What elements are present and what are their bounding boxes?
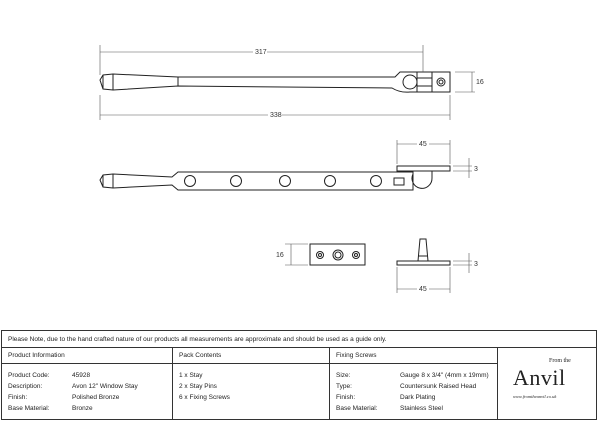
pin-plate-top bbox=[309, 243, 366, 266]
screw-label: Type: bbox=[336, 383, 352, 390]
fixing-screws: Fixing Screws Size: Gauge 8 x 3/4" (4mm x… bbox=[330, 348, 498, 419]
info-row: Product Code: 45928 bbox=[8, 370, 172, 381]
info-row: Description: Avon 12" Window Stay bbox=[8, 381, 172, 392]
pack-contents-heading: Pack Contents bbox=[173, 348, 329, 364]
dim-16-pin: 16 bbox=[276, 252, 284, 259]
dim-3-pin: 3 bbox=[474, 261, 478, 268]
screw-label: Finish: bbox=[336, 394, 356, 401]
side-view bbox=[99, 165, 451, 191]
pack-contents: Pack Contents 1 x Stay 2 x Stay Pins 6 x… bbox=[173, 348, 330, 419]
screw-row: Finish: Dark Plating bbox=[336, 392, 497, 403]
info-label: Description: bbox=[8, 383, 43, 390]
info-label: Product Code: bbox=[8, 372, 50, 379]
info-panel: Please Note, due to the hand crafted nat… bbox=[1, 330, 597, 420]
dim-45-pin: 45 bbox=[419, 286, 427, 293]
top-view bbox=[99, 71, 451, 93]
logo-big-text: Anvil bbox=[513, 365, 566, 390]
dim-338: 338 bbox=[270, 112, 282, 119]
product-information-heading: Product Information bbox=[2, 348, 172, 364]
screw-value: Dark Plating bbox=[400, 394, 436, 401]
info-label: Base Material: bbox=[8, 405, 50, 412]
dim-3-side: 3 bbox=[474, 166, 478, 173]
info-row: Base Material: Bronze bbox=[8, 403, 172, 414]
pack-item: 1 x Stay bbox=[179, 372, 203, 379]
info-value: Bronze bbox=[72, 405, 93, 412]
info-row: Finish: Polished Bronze bbox=[8, 392, 172, 403]
anvil-logo: From the Anvil www.fromtheanvil.co.uk bbox=[499, 348, 596, 419]
screw-value: Countersunk Raised Head bbox=[400, 383, 477, 390]
screw-row: Type: Countersunk Raised Head bbox=[336, 381, 497, 392]
info-value: Avon 12" Window Stay bbox=[72, 383, 138, 390]
screw-value: Stainless Steel bbox=[400, 405, 443, 412]
screw-row: Size: Gauge 8 x 3/4" (4mm x 19mm) bbox=[336, 370, 497, 381]
screw-value: Gauge 8 x 3/4" (4mm x 19mm) bbox=[400, 372, 489, 379]
screw-row: Base Material: Stainless Steel bbox=[336, 403, 497, 414]
fixing-screws-heading: Fixing Screws bbox=[330, 348, 497, 364]
product-information: Product Information Product Code: 45928 D… bbox=[2, 348, 173, 419]
info-value: 45928 bbox=[72, 372, 91, 379]
technical-drawing: 317 338 16 45 3 16 45 3 bbox=[99, 45, 484, 293]
info-label: Finish: bbox=[8, 394, 28, 401]
screw-label: Size: bbox=[336, 372, 351, 379]
dim-317: 317 bbox=[255, 49, 267, 56]
dim-45-side: 45 bbox=[419, 141, 427, 148]
logo-small-text: From the bbox=[549, 358, 571, 364]
info-value: Polished Bronze bbox=[72, 394, 120, 401]
dim-16-top: 16 bbox=[476, 79, 484, 86]
screw-label: Base Material: bbox=[336, 405, 378, 412]
pack-item: 2 x Stay Pins bbox=[179, 383, 217, 390]
logo-url: www.fromtheanvil.co.uk bbox=[513, 394, 557, 399]
pin-plate-side bbox=[396, 238, 451, 266]
measurement-note: Please Note, due to the hand crafted nat… bbox=[2, 331, 596, 348]
pack-item: 6 x Fixing Screws bbox=[179, 394, 230, 401]
